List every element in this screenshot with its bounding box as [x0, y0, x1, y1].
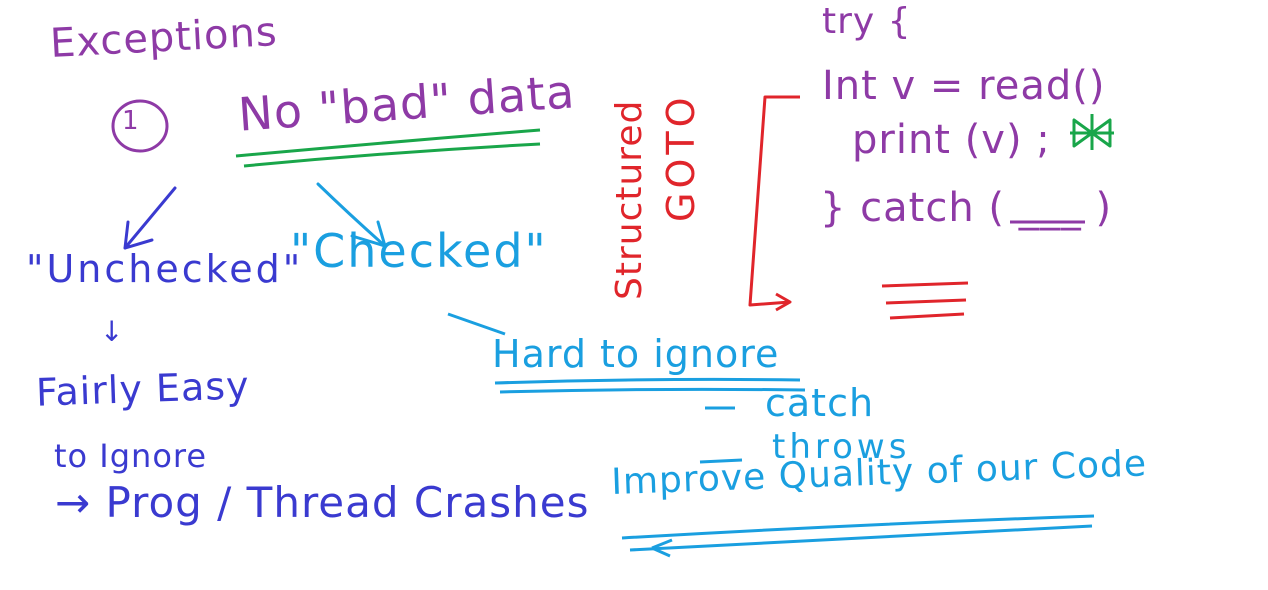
improve-underline-2 [629, 524, 1093, 552]
throws-item-text: throws [772, 427, 911, 467]
green-underline-2 [243, 142, 541, 168]
code-try-line: try { [822, 1, 912, 42]
code-print-line: print (v) ; [852, 117, 1051, 163]
hard-underline-2 [499, 387, 806, 394]
red-bracket [748, 95, 800, 312]
arrow-to-checked [316, 182, 387, 248]
to-ignore-text: to Ignore [54, 437, 208, 475]
circle-outline-icon [111, 99, 169, 153]
red-line-3 [889, 312, 965, 320]
red-line-2 [885, 298, 967, 305]
arrow-to-unchecked [123, 186, 177, 250]
goto-text: GOTO [659, 93, 703, 222]
prog-thread-crashes-text: → Prog / Thread Crashes [55, 478, 590, 527]
green-bowtie-cross-icon [1070, 114, 1114, 150]
down-arrow-icon: ↓ [100, 315, 125, 348]
improve-arrowhead [651, 538, 673, 558]
dash-throws [699, 458, 743, 464]
connector-checked-hard [447, 312, 506, 336]
code-int-read-line: Int v = read() [822, 63, 1106, 109]
red-line-1 [881, 281, 969, 288]
catch-item-text: catch [765, 381, 875, 425]
code-catch-line: } catch ( ___ ) [820, 185, 1113, 231]
unchecked-text: "Unchecked" [26, 247, 304, 291]
fairly-easy-text: Fairly Easy [35, 363, 251, 415]
checked-text: "Checked" [290, 224, 548, 278]
hard-to-ignore-text: Hard to ignore [492, 332, 780, 376]
title-exceptions: Exceptions [48, 9, 279, 67]
circled-number: 1 [122, 106, 140, 136]
hard-underline-1 [494, 377, 801, 385]
improve-underline-1 [621, 514, 1095, 540]
structured-text: Structured [609, 99, 650, 300]
green-underline-1 [235, 128, 541, 158]
